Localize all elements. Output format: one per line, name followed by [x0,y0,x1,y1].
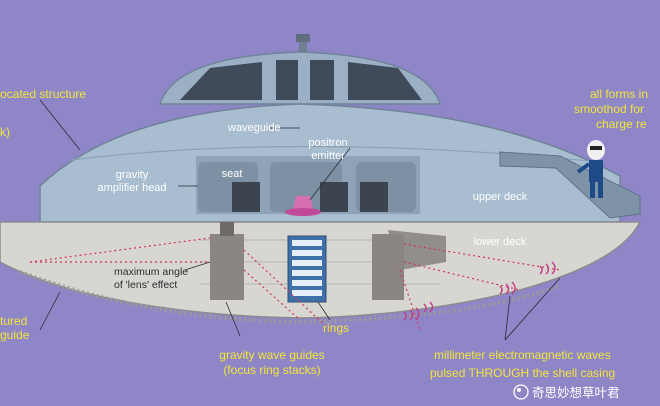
label-waveguide: waveguide [227,122,281,134]
gravity-wave-guide-right [372,230,446,300]
label-k: k) [0,125,10,139]
label-guide: guide [0,328,30,342]
label-charge: charge re [596,117,647,131]
pulse-waves [403,261,556,321]
label-positron: positron [308,137,347,149]
label-smoothed: smoothod for [574,102,644,116]
label-upper-deck: upper deck [473,191,528,203]
label-lens-effect: of 'lens' effect [114,279,177,291]
label-tured: tured [0,314,27,328]
label-all-forms: all forms in [590,87,648,101]
label-seat: seat [222,168,243,180]
label-pulsed-through: pulsed THROUGH the shell casing [430,366,615,380]
emission-beams [29,237,561,331]
label-leaders [39,99,561,341]
label-millimeter-waves: millimeter electromagnetic waves [434,348,611,362]
gravity-wave-guide-left [210,234,244,300]
label-gravity: gravity [116,169,149,181]
watermark: 奇思妙想草叶君 [513,384,620,400]
seat [232,182,260,212]
label-amplifier-head: amplifier head [97,182,166,194]
label-rings: rings [323,321,349,335]
label-located-structure: ocated structure [0,87,86,101]
alien-figure [576,140,605,198]
watermark-text: 奇思妙想草叶君 [532,385,620,400]
label-maximum-angle: maximum angle [114,266,188,278]
label-lower-deck: lower deck [474,236,527,248]
label-focus-ring-stacks: (focus ring stacks) [223,363,320,377]
label-gravity-wave-guides: gravity wave guides [219,348,324,362]
label-emitter: emitter [311,150,345,162]
exit-ramp [499,151,641,219]
